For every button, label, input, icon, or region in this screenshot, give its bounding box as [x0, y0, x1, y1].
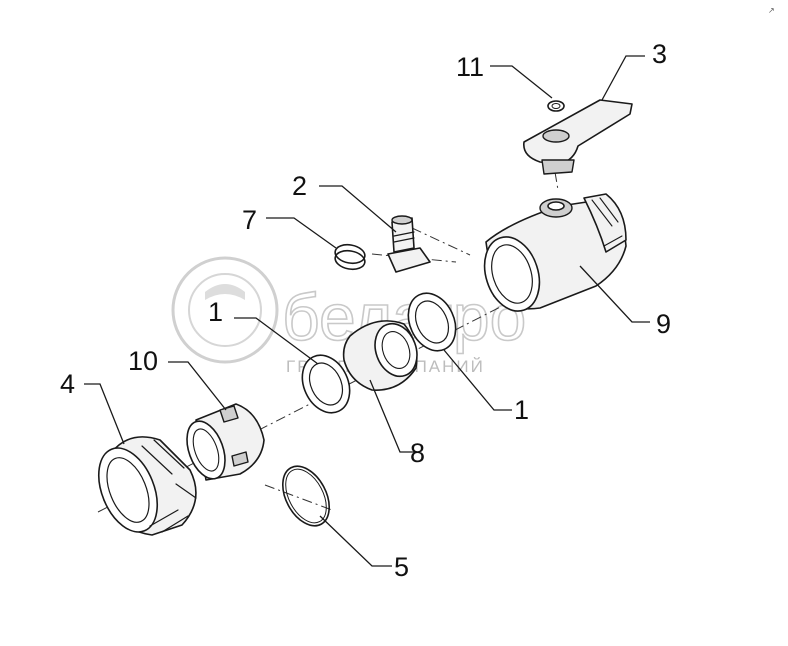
leader-lines [84, 55, 650, 567]
part-4-union-nut [97, 436, 197, 536]
part-10-union-end [186, 403, 265, 481]
callout-11: 11 [456, 52, 484, 82]
part-9-valve-body [483, 193, 627, 312]
callout-7: 7 [242, 205, 257, 235]
part-11-handle-nut [547, 100, 565, 112]
part-3-handle-lever [523, 99, 633, 175]
part-7-stem-o-ring [334, 243, 366, 271]
callout-1-left: 1 [208, 297, 223, 327]
callout-1-right: 1 [514, 395, 529, 425]
callout-9: 9 [656, 309, 671, 339]
callout-4: 4 [60, 369, 75, 399]
corner-mark: ↗ [768, 6, 775, 15]
callout-8: 8 [410, 438, 425, 468]
callout-5: 5 [394, 552, 409, 582]
part-1-seat-ring-left [301, 354, 351, 414]
part-2-valve-stem [387, 215, 431, 273]
callout-2: 2 [292, 171, 307, 201]
callout-10: 10 [128, 346, 158, 376]
part-1-seat-ring-right [407, 292, 457, 352]
part-5-o-ring [282, 465, 330, 527]
watermark-logo [171, 256, 279, 364]
part-8-ball [342, 320, 418, 391]
callout-3: 3 [652, 39, 667, 69]
